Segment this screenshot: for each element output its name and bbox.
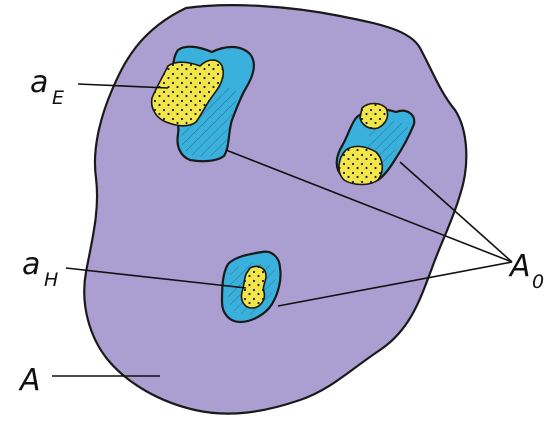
label-A: A [18, 363, 41, 398]
region-aE-blob-3 [339, 146, 382, 184]
label-aH-main: a [22, 247, 40, 282]
label-aH: a H [22, 247, 58, 291]
label-A0-main: A [508, 249, 531, 284]
label-aE-main: a [30, 65, 48, 100]
label-aH-sub: H [44, 269, 58, 291]
region-aE-blob-2 [360, 104, 388, 129]
label-aE-sub: E [52, 87, 64, 109]
label-aE: a E [30, 65, 64, 109]
label-A-main: A [18, 363, 41, 398]
label-A0: A 0 [508, 249, 544, 293]
region-A-shape [84, 5, 466, 413]
label-A0-sub: 0 [532, 271, 544, 293]
